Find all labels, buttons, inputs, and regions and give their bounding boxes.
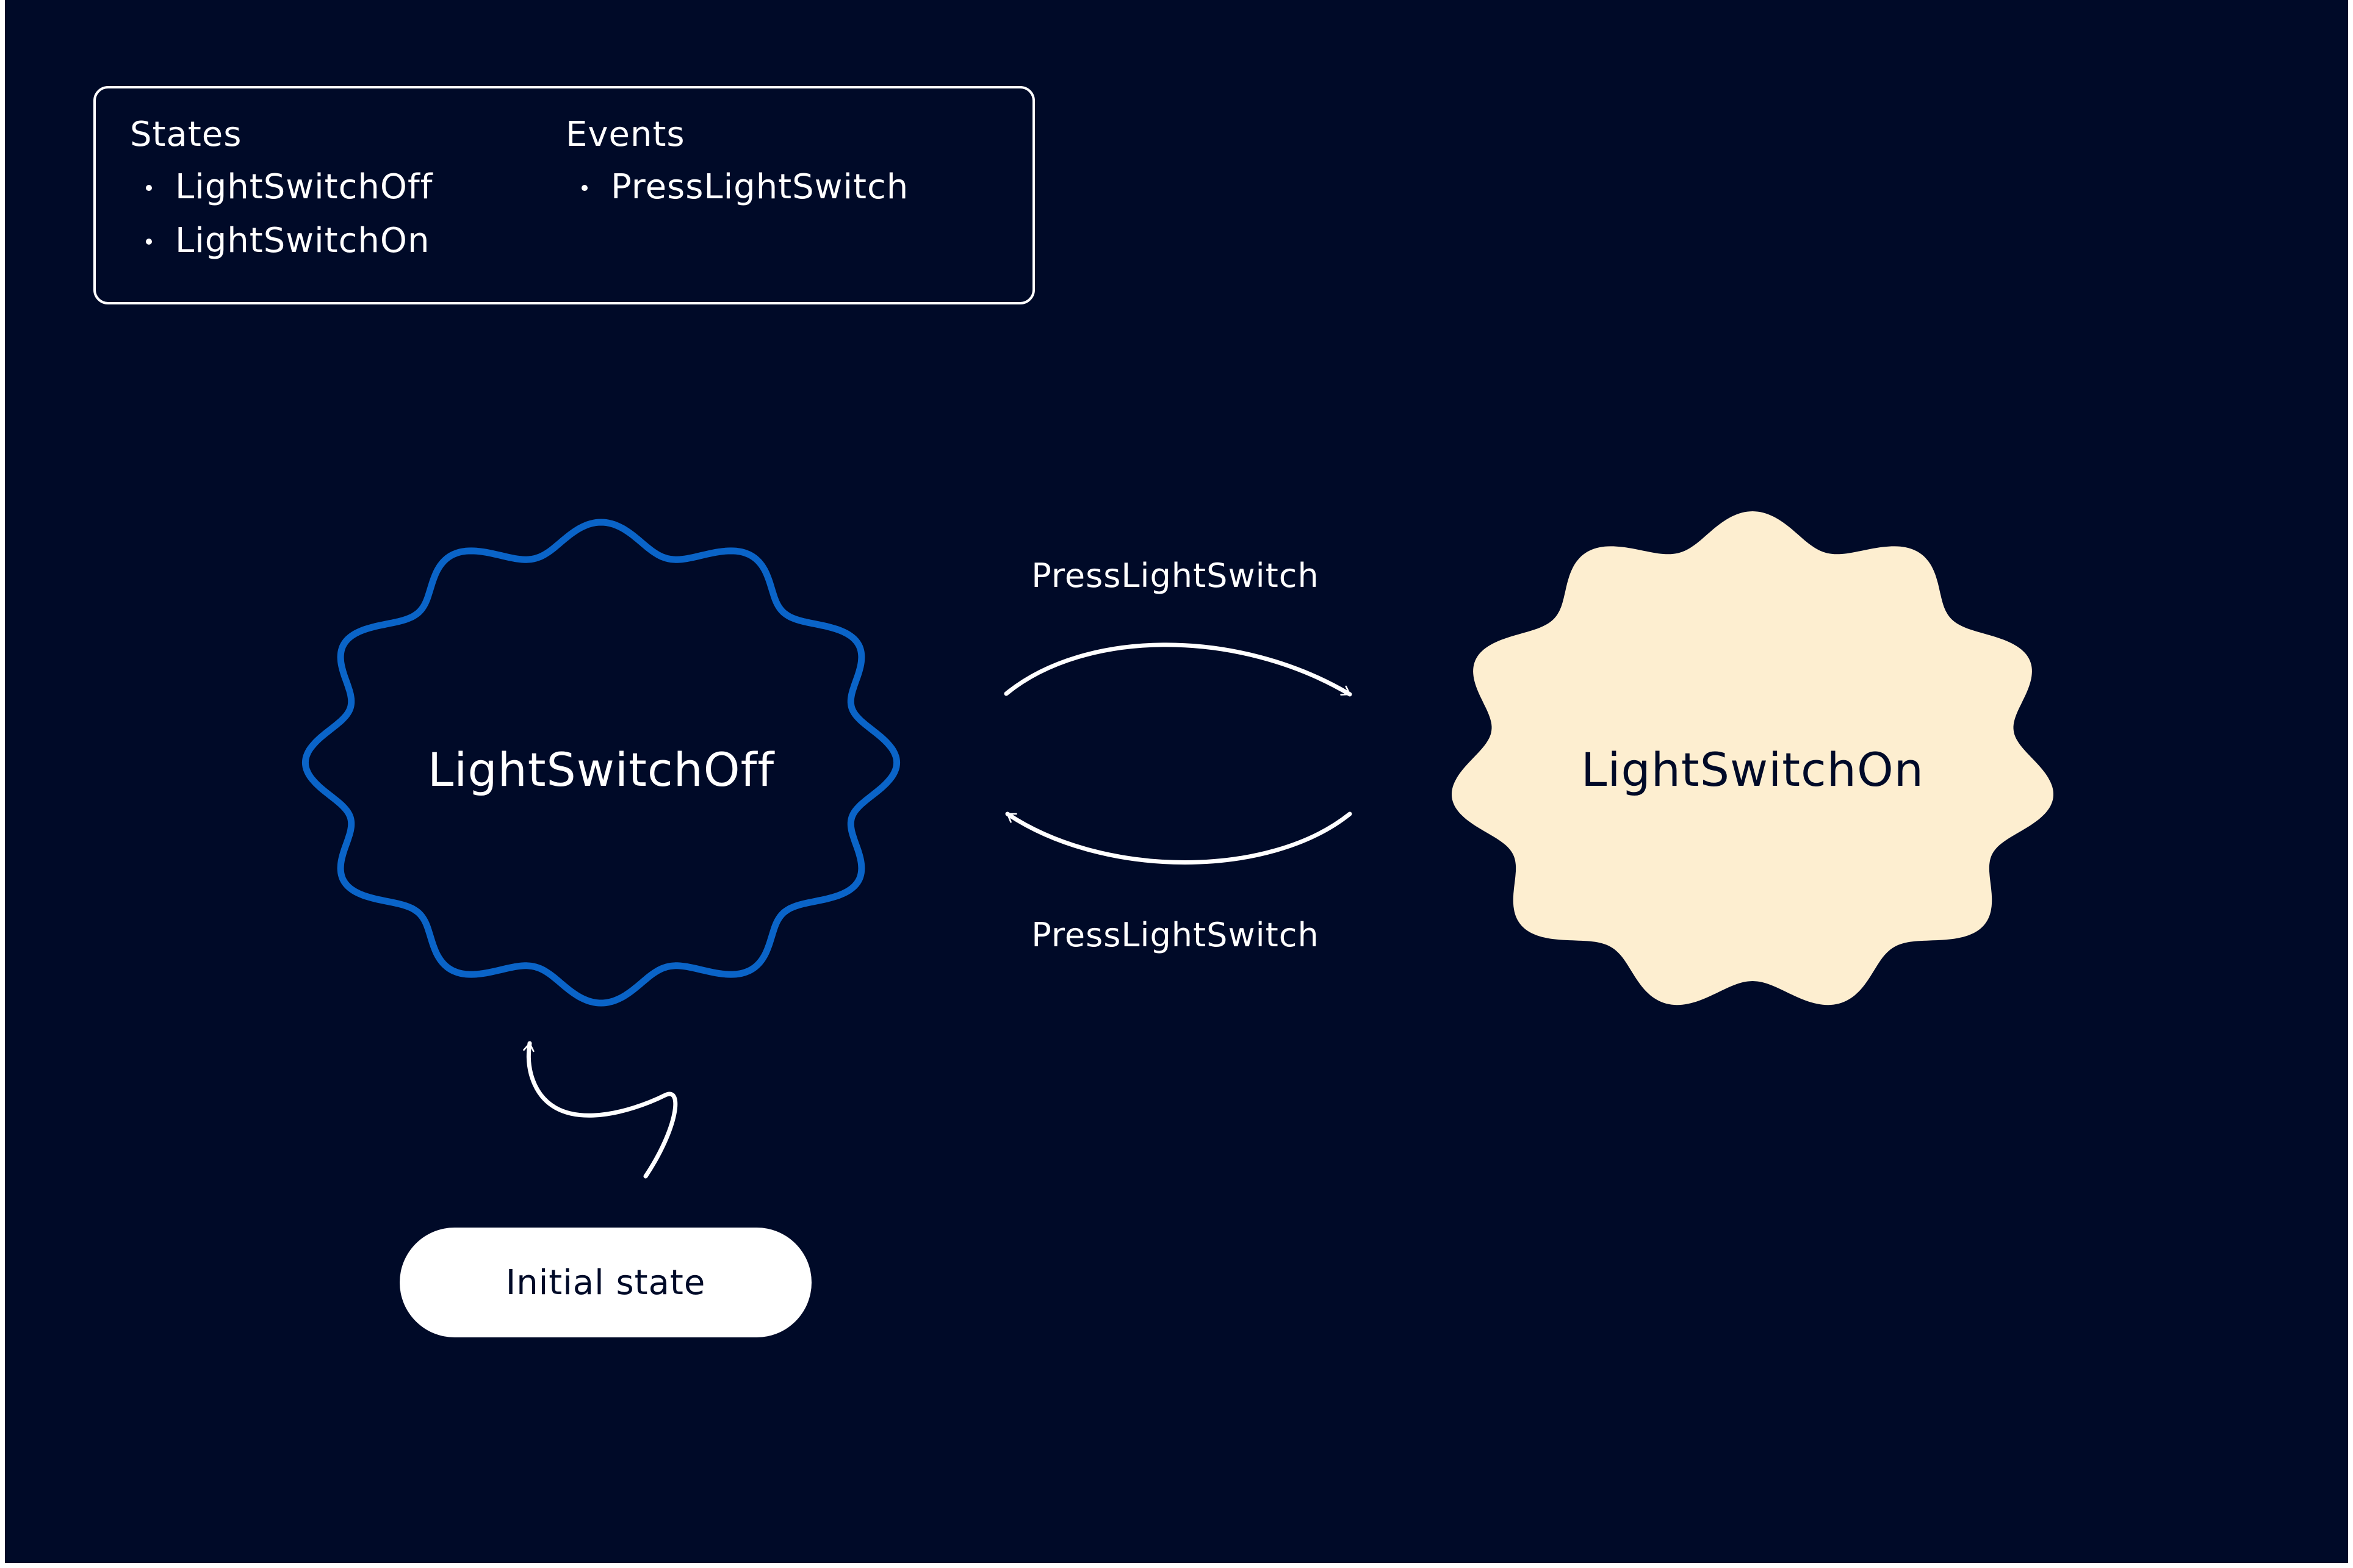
state-node-lightswitchon-label: LightSwitchOn [1581, 743, 1924, 797]
legend-states-heading: States [130, 115, 242, 154]
transition-arrow-on-to-off[interactable] [1005, 811, 1352, 865]
legend-states-column: States LightSwitchOff LightSwitchOn [130, 118, 433, 278]
legend-states-list: LightSwitchOff LightSwitchOn [130, 170, 433, 258]
transition-label-on-to-off: PressLightSwitch [1031, 916, 1319, 954]
legend-box: States LightSwitchOff LightSwitchOn Even… [93, 86, 1035, 304]
state-node-lightswitchon-shape[interactable] [1452, 511, 2053, 1005]
transition-label-off-to-on: PressLightSwitch [1031, 556, 1319, 595]
transition-arrow-off-to-on[interactable] [1004, 642, 1352, 697]
legend-state-item: LightSwitchOn [130, 224, 433, 258]
legend-events-heading: Events [566, 115, 685, 154]
legend-events-list: PressLightSwitch [566, 170, 909, 204]
legend-events-column: Events PressLightSwitch [566, 118, 909, 224]
initial-state-arrow[interactable] [523, 1041, 678, 1179]
legend-event-item: PressLightSwitch [566, 170, 909, 204]
state-node-lightswitchoff-label: LightSwitchOff [427, 743, 775, 797]
initial-state-badge[interactable]: Initial state [400, 1228, 812, 1337]
legend-state-item: LightSwitchOff [130, 170, 433, 204]
state-node-lightswitchoff-shape[interactable] [301, 519, 901, 1007]
initial-state-label: Initial state [505, 1262, 706, 1303]
